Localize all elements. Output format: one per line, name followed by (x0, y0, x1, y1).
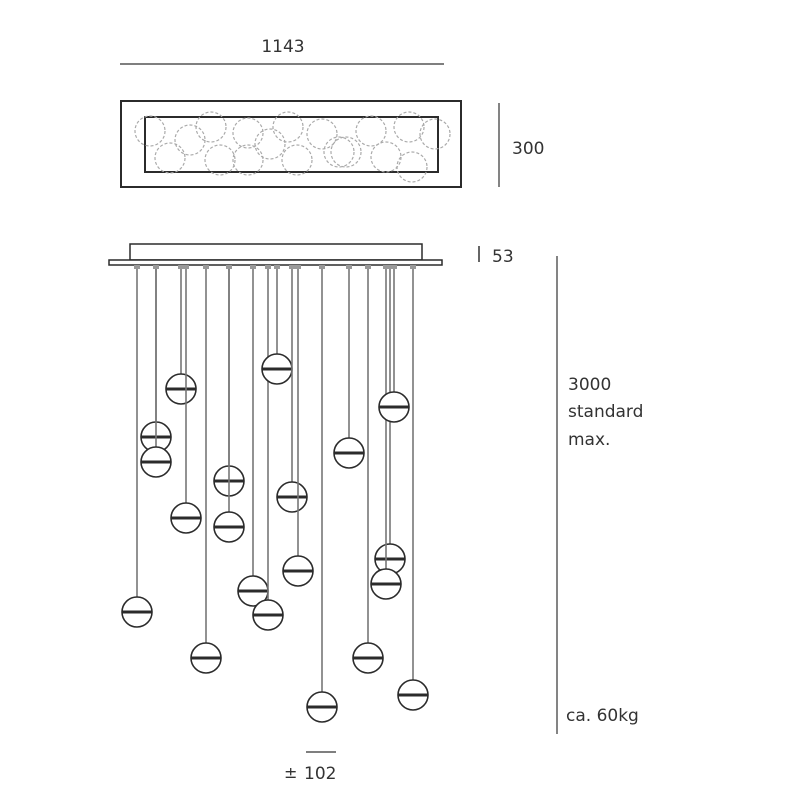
canopy (108, 243, 443, 266)
pendant (333, 265, 365, 469)
cable-clamp (274, 265, 280, 269)
pendant (282, 265, 314, 587)
pendant (378, 265, 410, 423)
pendant (140, 265, 172, 478)
top-view-globe (393, 111, 425, 143)
cable-clamp (410, 265, 416, 269)
cable-clamp (203, 265, 209, 269)
cable-clamp (153, 265, 159, 269)
drop-length-label: 3000 (568, 375, 611, 395)
cable-clamp (383, 265, 389, 269)
cable-clamp (134, 265, 140, 269)
pendant (213, 265, 245, 543)
top-view-outer-frame (120, 100, 462, 188)
top-view-globe (281, 144, 313, 176)
top-view-globe (195, 111, 227, 143)
pendant (165, 265, 197, 405)
canopy-height-label: 53 (492, 247, 514, 267)
weight-label: ca. 60kg (566, 706, 639, 726)
globe-diameter-label: 102 (304, 764, 336, 784)
width-label: 1143 (261, 37, 304, 57)
pendant (397, 265, 429, 711)
cable-clamp (178, 265, 184, 269)
cable-clamp (226, 265, 232, 269)
drop-length-note-standard: standard (568, 402, 643, 422)
pendant (170, 265, 202, 534)
cable-clamp (265, 265, 271, 269)
top-view-globe (134, 115, 166, 147)
top-view-globe (174, 124, 206, 156)
cable-clamp (319, 265, 325, 269)
cable-clamp (250, 265, 256, 269)
cable-clamp (391, 265, 397, 269)
top-view-globes (134, 111, 451, 183)
top-view (120, 100, 462, 188)
pendant (252, 265, 284, 631)
top-view-globe (154, 142, 186, 174)
top-view-globe (232, 117, 264, 149)
cable-clamp (289, 265, 295, 269)
cable-clamp (387, 265, 393, 269)
drop-length-note-max: max. (568, 430, 610, 450)
pendant (352, 265, 384, 674)
pendant (276, 265, 308, 513)
cable-clamp (346, 265, 352, 269)
cable-clamp (183, 265, 189, 269)
pendant (261, 265, 293, 385)
top-view-globe (272, 111, 304, 143)
pendant (190, 265, 222, 674)
depth-label: 300 (512, 139, 544, 159)
canopy-box (129, 243, 423, 261)
canopy-plate (108, 259, 443, 266)
cable-clamp (365, 265, 371, 269)
top-view-globe (355, 115, 387, 147)
top-view-globe (254, 128, 286, 160)
pendant (306, 265, 338, 723)
top-view-globe (232, 144, 264, 176)
globe-diameter-prefix: ± (284, 763, 297, 782)
top-view-globe (419, 118, 451, 150)
pendant (237, 265, 269, 607)
top-view-globe (323, 136, 355, 168)
pendant (121, 265, 153, 628)
top-view-globe (306, 118, 338, 150)
top-view-globe (396, 151, 428, 183)
top-view-inner-frame (144, 116, 439, 173)
pendant-cluster (121, 265, 429, 723)
cable-clamp (295, 265, 301, 269)
top-view-globe (330, 136, 362, 168)
top-view-globe (204, 144, 236, 176)
